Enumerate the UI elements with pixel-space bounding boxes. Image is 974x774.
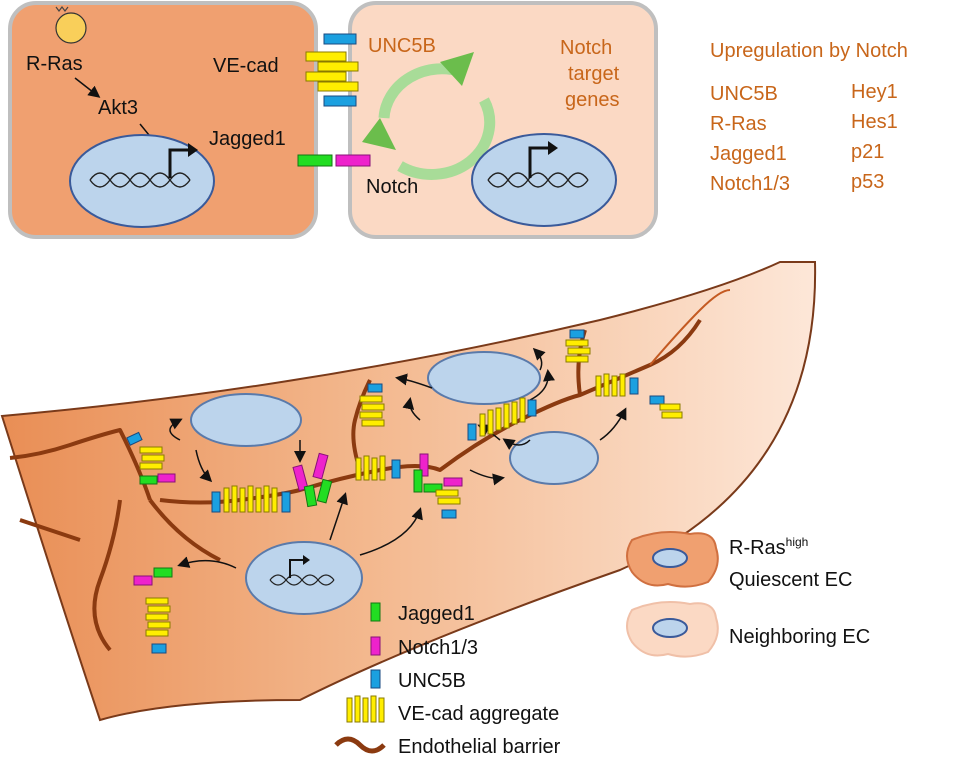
notch-target-label-3: genes bbox=[565, 89, 620, 111]
upreg-col2-item: p53 bbox=[851, 171, 884, 193]
notch-target-label-1: Notch bbox=[560, 37, 612, 59]
feedback-cycle-icon bbox=[362, 52, 496, 180]
rras-tail-icon bbox=[55, 6, 69, 12]
upreg-col2-item: Hey1 bbox=[851, 81, 898, 103]
cell-key: R-Rashigh Quiescent EC Neighboring EC bbox=[626, 531, 870, 658]
neighbor-nucleus bbox=[509, 431, 599, 485]
nucleus-left bbox=[69, 134, 215, 228]
transcription-arrow-right-icon bbox=[528, 146, 552, 178]
upregulation-table: Upregulation by Notch UNC5B R-Ras Jagged… bbox=[710, 40, 908, 195]
notch-target-label-2: target bbox=[568, 63, 620, 85]
quiescent-key-label: R-Rashigh bbox=[729, 535, 808, 559]
vessel-molecules bbox=[126, 329, 683, 654]
notch-cell-panel: UNC5B Notch target genes Notch bbox=[348, 1, 658, 239]
upreg-col1-item: UNC5B bbox=[710, 83, 778, 105]
legend-item: Endothelial barrier bbox=[398, 736, 561, 758]
unc5b-label: UNC5B bbox=[368, 35, 436, 57]
legend: Jagged1 Notch1/3 UNC5B VE-cad aggregate … bbox=[334, 602, 561, 758]
legend-barrier-swatch bbox=[334, 736, 386, 754]
dna-helix-right-icon bbox=[487, 172, 589, 188]
legend-item: Notch1/3 bbox=[398, 637, 478, 659]
legend-vecad-swatch bbox=[346, 695, 385, 723]
neighbor-nucleus bbox=[427, 351, 541, 405]
upreg-col1-item: Notch1/3 bbox=[710, 173, 790, 195]
rras-to-akt3-arrow bbox=[74, 77, 101, 98]
legend-unc5b-swatch bbox=[370, 669, 381, 689]
akt3-label: Akt3 bbox=[98, 97, 138, 119]
legend-jagged1-swatch bbox=[370, 602, 381, 622]
junction-molecules bbox=[297, 33, 371, 167]
dna-helix-vessel-icon bbox=[269, 574, 335, 586]
upreg-col1-item: R-Ras bbox=[710, 113, 767, 135]
jagged1-label: Jagged1 bbox=[209, 128, 286, 150]
neighbor-nucleus bbox=[190, 393, 302, 447]
quiescent-cell-panel: R-Ras Akt3 Jagged1 VE-cad bbox=[8, 1, 318, 239]
legend-item: Jagged1 bbox=[398, 603, 475, 625]
legend-item: VE-cad aggregate bbox=[398, 703, 559, 725]
rras-ball-icon bbox=[55, 12, 87, 44]
upreg-col2-item: Hes1 bbox=[851, 111, 898, 133]
vecad-label: VE-cad bbox=[213, 55, 279, 77]
rras-label: R-Ras bbox=[26, 53, 83, 75]
legend-notch-swatch bbox=[370, 636, 381, 656]
blood-vessel bbox=[0, 261, 817, 722]
signal-arrows bbox=[169, 347, 627, 569]
transcription-arrow-icon bbox=[168, 148, 192, 178]
legend-item: UNC5B bbox=[398, 670, 466, 692]
quiescent-key-label-line2: Quiescent EC bbox=[729, 569, 852, 591]
upreg-col1-item: Jagged1 bbox=[710, 143, 787, 165]
upreg-col2-item: p21 bbox=[851, 141, 884, 163]
upregulation-title: Upregulation by Notch bbox=[710, 40, 908, 62]
notch-label: Notch bbox=[366, 176, 418, 198]
dna-helix-icon bbox=[89, 172, 191, 188]
neighbor-key-label: Neighboring EC bbox=[729, 626, 870, 648]
nucleus-right bbox=[471, 133, 617, 227]
